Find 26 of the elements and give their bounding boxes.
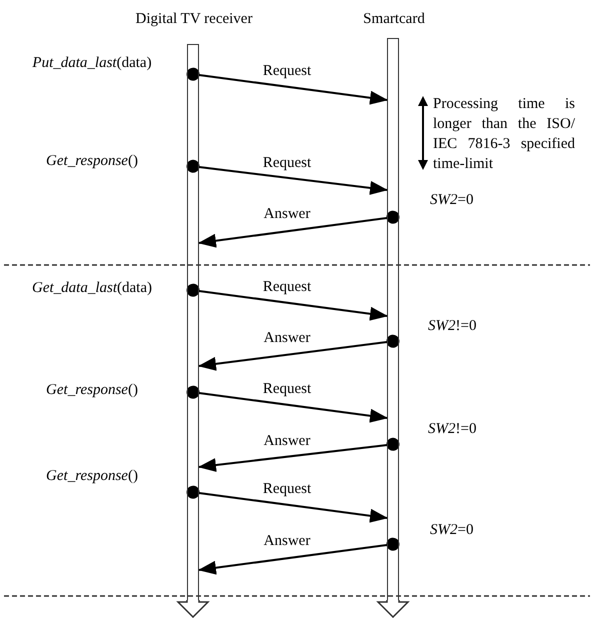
edge-label: Request: [260, 481, 314, 497]
function-call-label: Get_response(): [46, 382, 138, 399]
message-arrow: [198, 438, 400, 472]
message-arrow: [198, 210, 400, 248]
status-label: SW2!=0: [428, 318, 476, 335]
lifeline-heading: Digital TV receiver: [136, 11, 252, 28]
note-text: Processing time is longer than the ISO/ IEC 7816-3 specified time-limit: [433, 95, 575, 174]
function-call-label: Get_response(): [46, 153, 138, 170]
function-call-label: Put_data_last(data): [32, 55, 152, 72]
status-label: SW2=0: [430, 522, 474, 539]
edge-label: Request: [260, 63, 314, 79]
message-arrow: [186, 160, 388, 195]
message-arrow: [186, 68, 388, 105]
message-arrow: [186, 386, 388, 423]
edge-label: Request: [260, 279, 314, 295]
status-label: SW2!=0: [428, 421, 476, 438]
message-arrow: [186, 486, 388, 523]
message-arrow: [198, 334, 400, 371]
message-arrow: [186, 284, 388, 321]
message-arrow: [198, 538, 400, 575]
lifeline-heading: Smartcard: [363, 11, 425, 28]
status-label: SW2=0: [430, 192, 474, 209]
function-call-label: Get_response(): [46, 468, 138, 485]
edge-label: Request: [260, 381, 314, 397]
function-call-label: Get_data_last(data): [32, 280, 152, 297]
edge-label: Request: [260, 155, 314, 171]
